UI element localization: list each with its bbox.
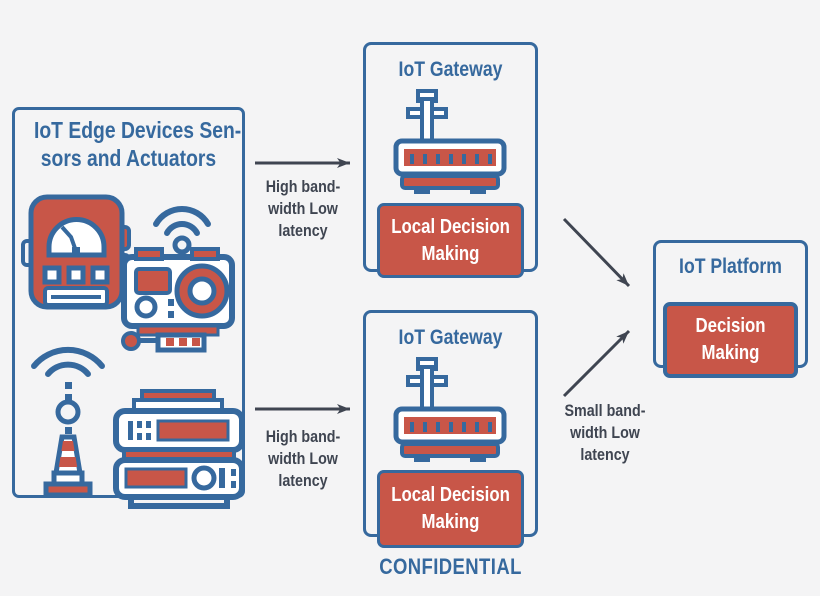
platform-badge-line2: Making <box>701 342 760 364</box>
label-line: latency <box>278 471 328 490</box>
meter-icon <box>21 194 131 310</box>
edge-devices-title-line1: IoT Edge Devices Sen- <box>34 117 242 143</box>
radio-tower-icon <box>31 347 105 498</box>
gateway-bottom-badge: Local Decision Making <box>377 470 524 548</box>
label-high-bandwidth-bottom: High band- width Low latency <box>246 426 360 492</box>
confidential-text: CONFIDENTIAL <box>379 554 522 579</box>
router-icon <box>393 357 507 462</box>
action-camera-icon <box>121 205 235 353</box>
label-line: width Low <box>268 449 338 468</box>
server-stack-icon <box>113 389 245 509</box>
label-line: width Low <box>570 423 640 442</box>
label-line: High band- <box>265 177 341 196</box>
gateway-bottom-badge-line2: Making <box>421 511 480 533</box>
label-line: Small band- <box>564 401 646 420</box>
gateway-bottom-badge-line1: Local Decision <box>391 484 510 506</box>
edge-devices-title-line2: sors and Actuators <box>40 145 217 171</box>
gateway-bottom-title-text: IoT Gateway <box>398 326 503 349</box>
arrow-gateway-top-to-platform <box>562 217 631 288</box>
gateway-top-title-text: IoT Gateway <box>398 58 503 81</box>
platform-title-text: IoT Platform <box>679 255 782 278</box>
confidential-watermark: CONFIDENTIAL <box>363 554 538 580</box>
label-high-bandwidth-top: High band- width Low latency <box>246 176 360 242</box>
platform-title: IoT Platform <box>656 255 805 279</box>
label-line: High band- <box>265 427 341 446</box>
label-line: latency <box>580 445 630 464</box>
gateway-bottom-title: IoT Gateway <box>366 326 535 350</box>
platform-badge: Decision Making <box>663 302 798 378</box>
gateway-top-badge-line2: Making <box>421 242 480 265</box>
label-small-bandwidth: Small band- width Low latency <box>548 400 662 466</box>
arrow-gateway-bottom-to-platform <box>562 329 631 398</box>
gateway-top-badge-line1: Local Decision <box>391 215 510 238</box>
label-line: latency <box>278 221 328 240</box>
edge-devices-title: IoT Edge Devices Sen- sors and Actuators <box>16 116 241 172</box>
label-line: width Low <box>268 199 338 218</box>
platform-badge-line1: Decision <box>695 315 766 337</box>
gateway-top-badge: Local Decision Making <box>377 203 524 278</box>
gateway-top-title: IoT Gateway <box>366 58 535 82</box>
router-icon <box>393 89 507 194</box>
